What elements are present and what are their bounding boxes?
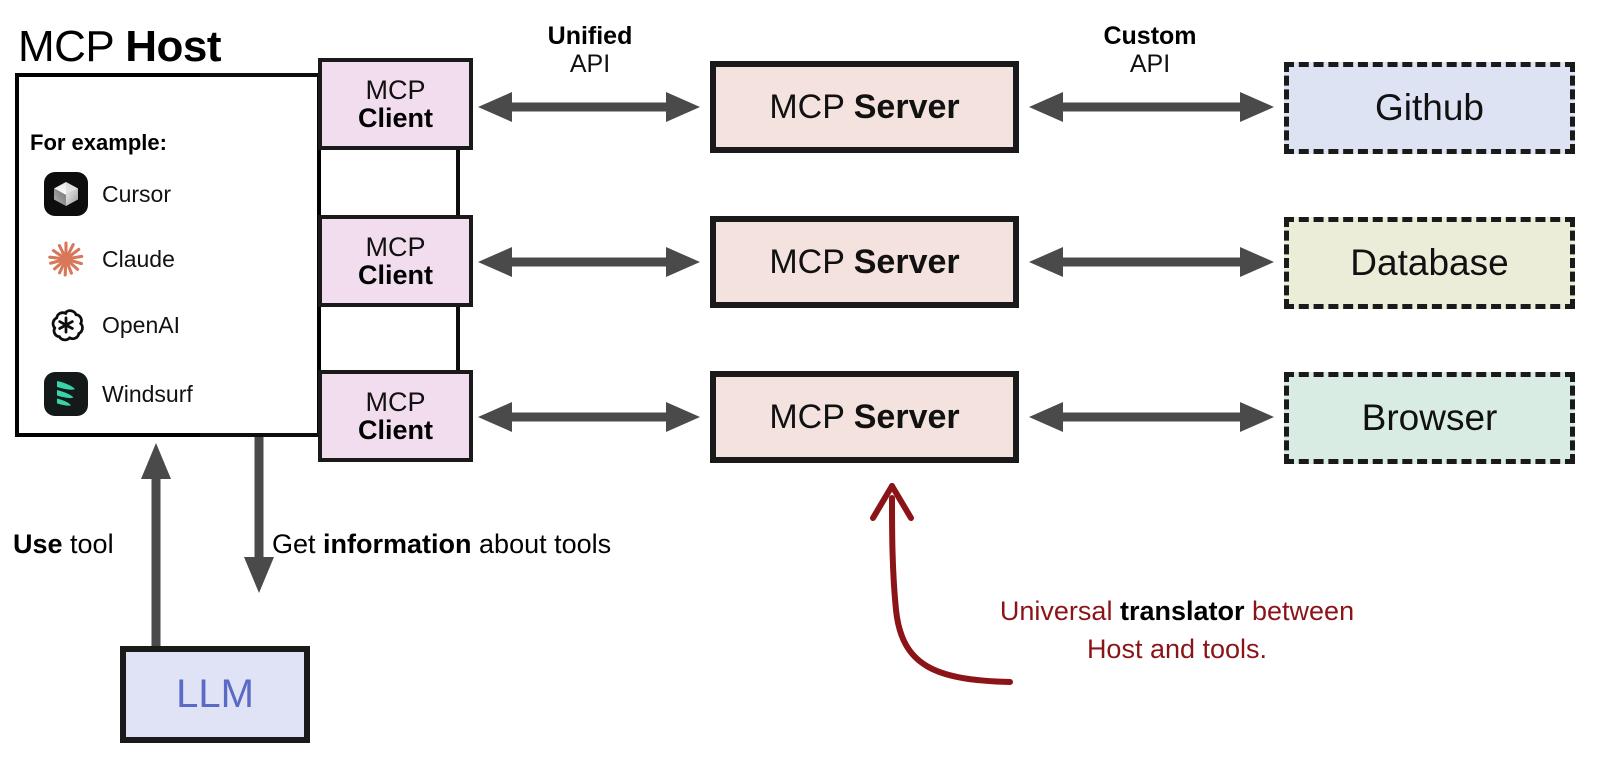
unified-api-kind: Unified (547, 22, 633, 50)
annotation-line2: Host and tools. (1086, 634, 1268, 665)
list-item-label: OpenAI (102, 311, 180, 338)
mcp-client-1-line1: MCP (365, 74, 426, 105)
double-arrow-horizontal-icon (478, 245, 700, 279)
get-information-caption: Get information about tools (272, 529, 611, 560)
claude-icon (44, 237, 88, 281)
list-item: Windsurf (44, 372, 193, 416)
list-item-label: Claude (102, 245, 175, 272)
mcp-server-1[interactable]: MCP Server (710, 61, 1019, 153)
mcp-client-1[interactable]: MCP Client (318, 58, 473, 150)
get-info-post: about tools (471, 529, 612, 559)
mcp-server-3-label: MCP Server (769, 397, 960, 436)
double-arrow-horizontal-icon (1029, 400, 1274, 434)
double-arrow-horizontal-icon (1029, 245, 1274, 279)
llm-box[interactable]: LLM (120, 646, 310, 743)
custom-api-text: API (1129, 50, 1171, 78)
list-item: Claude (44, 237, 175, 281)
tool-box-github[interactable]: Github (1284, 62, 1575, 154)
mcp-client-3[interactable]: MCP Client (318, 370, 473, 462)
mcp-client-3-line1: MCP (365, 386, 426, 417)
client2-client3-connector (456, 302, 460, 374)
page-title: MCP Host (18, 22, 221, 72)
mcp-server-3[interactable]: MCP Server (710, 371, 1019, 463)
get-info-pre: Get (272, 529, 324, 559)
tool-box-browser-label: Browser (1361, 397, 1498, 438)
list-item-label: Cursor (102, 180, 172, 207)
host-title-regular: MCP (18, 22, 126, 71)
mcp-server-2[interactable]: MCP Server (710, 216, 1019, 308)
for-example-label: For example: (30, 130, 167, 155)
openai-icon (44, 303, 88, 347)
custom-api-kind: Custom (1103, 22, 1197, 50)
use-tool-bold: Use (13, 529, 63, 559)
annotation-line1-pre: Universal (999, 596, 1120, 626)
mcp-server-2-label: MCP Server (769, 242, 960, 281)
tool-box-database-label: Database (1350, 242, 1509, 283)
list-item: Cursor (44, 172, 171, 216)
mcp-client-2-line2: Client (357, 260, 433, 290)
tool-box-browser[interactable]: Browser (1284, 372, 1575, 464)
unified-api-text: API (569, 50, 611, 78)
host-title-bold: Host (125, 22, 221, 71)
annotation-curved-arrow-icon (840, 470, 1070, 685)
annotation-line1-bold: translator (1119, 596, 1245, 626)
mcp-client-2-line1: MCP (365, 231, 426, 262)
llm-label: LLM (176, 672, 254, 716)
list-item-label: Windsurf (102, 380, 193, 407)
annotation-line1-post: between (1244, 596, 1355, 626)
get-information-arrow-icon (242, 437, 276, 593)
custom-api-label: Custom API (1060, 22, 1240, 78)
double-arrow-horizontal-icon (478, 90, 700, 124)
mcp-client-1-line2: Client (357, 103, 433, 133)
host-client3-connector (200, 433, 330, 437)
use-tool-arrow-icon (139, 443, 173, 658)
double-arrow-horizontal-icon (478, 400, 700, 434)
use-tool-caption: Use tool (13, 529, 114, 560)
mcp-server-1-label: MCP Server (769, 87, 960, 126)
unified-api-label: Unified API (500, 22, 680, 78)
list-item: OpenAI (44, 303, 180, 347)
tool-box-database[interactable]: Database (1284, 217, 1575, 309)
mcp-client-3-line2: Client (357, 415, 433, 445)
cursor-icon (44, 172, 88, 216)
client1-client2-connector (456, 148, 460, 220)
tool-box-github-label: Github (1374, 87, 1484, 128)
use-tool-rest: tool (62, 529, 114, 559)
get-info-bold: information (323, 529, 472, 559)
double-arrow-horizontal-icon (1029, 90, 1274, 124)
windsurf-icon (44, 372, 88, 416)
mcp-client-2[interactable]: MCP Client (318, 215, 473, 307)
host-client1-connector (200, 73, 330, 77)
